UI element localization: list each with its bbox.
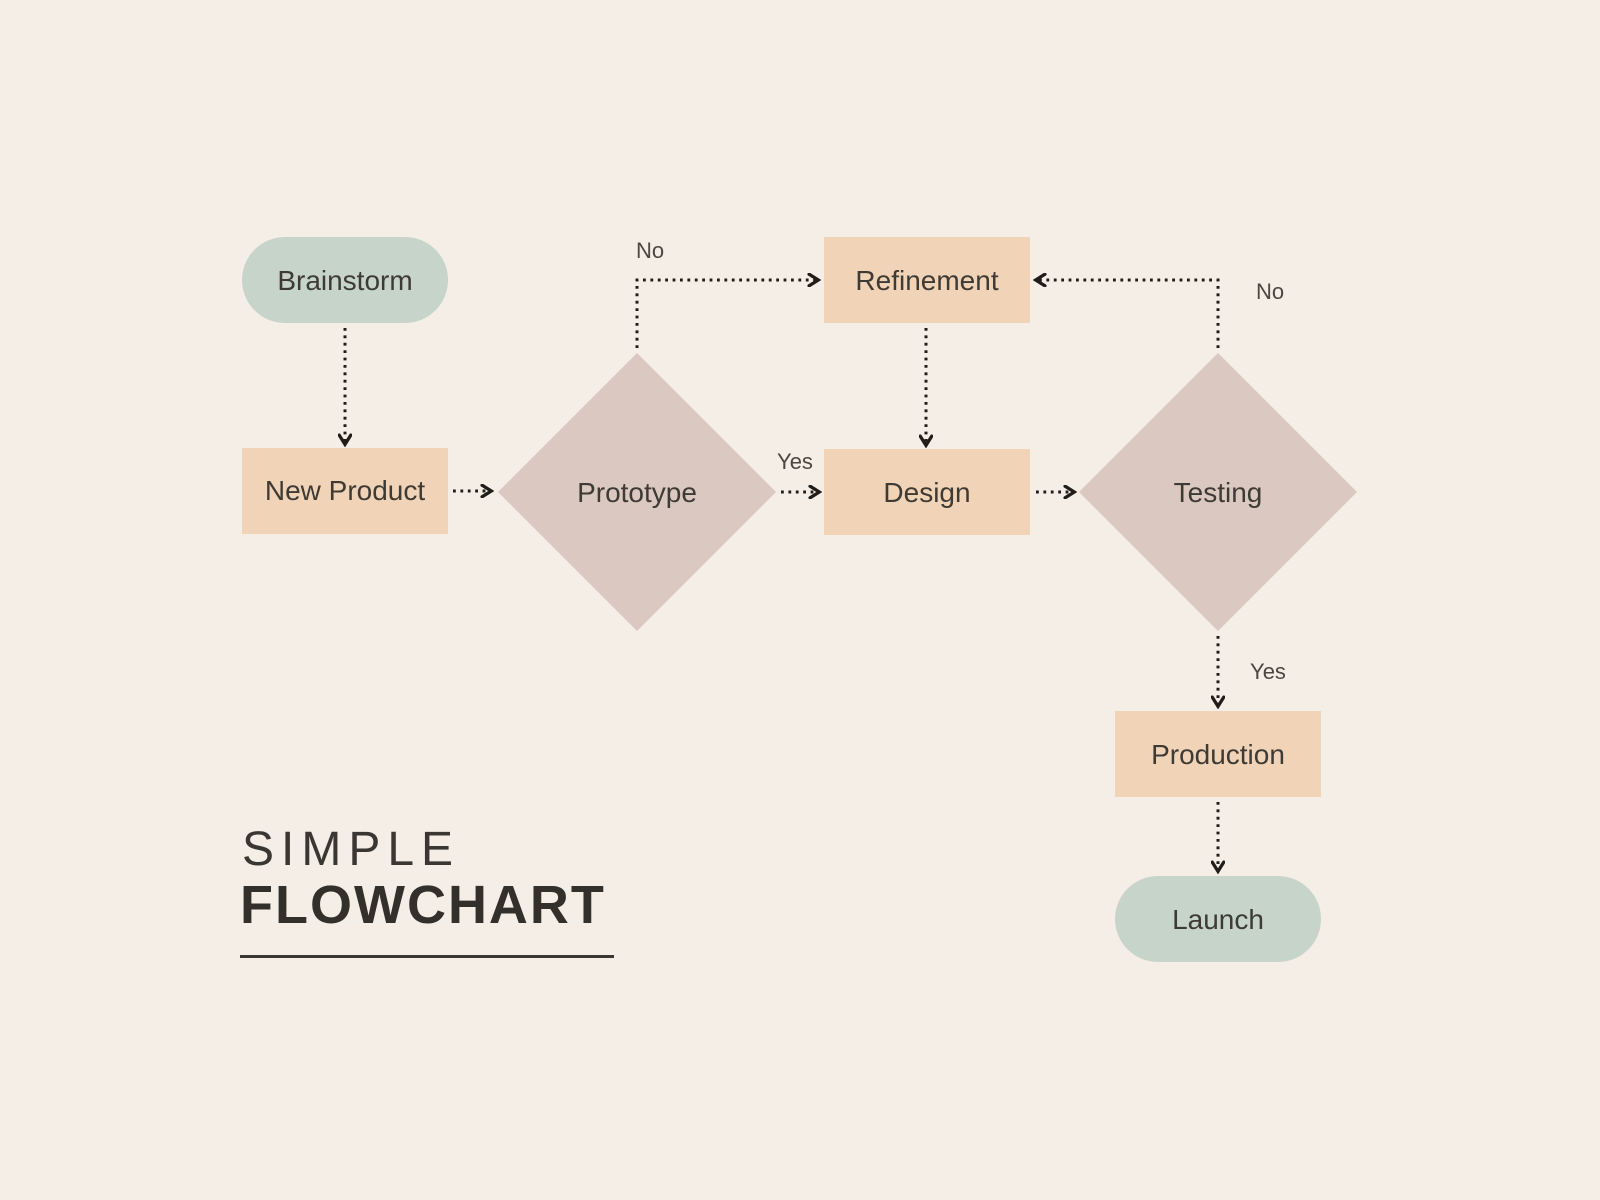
prototype-decision-shape	[498, 353, 776, 631]
node-label-testing: Testing	[1174, 477, 1263, 508]
node-brainstorm: Brainstorm	[242, 237, 448, 323]
production-process-shape	[1115, 711, 1321, 797]
edge-testing-to-refinement-no	[1038, 280, 1220, 348]
edge-label-prototype-yes: Yes	[777, 449, 813, 474]
launch-terminal-shape	[1115, 876, 1321, 962]
edge-label-testing-no: No	[1256, 279, 1284, 304]
node-design: Design	[824, 449, 1030, 535]
node-production: Production	[1115, 711, 1321, 797]
node-new-product: New Product	[242, 448, 448, 534]
design-process-shape	[824, 449, 1030, 535]
node-label-brainstorm: Brainstorm	[277, 265, 412, 296]
page-title-line1: SIMPLE	[242, 823, 460, 876]
edge-prototype-to-refinement-no	[635, 280, 816, 348]
node-label-launch: Launch	[1172, 904, 1264, 935]
node-label-refinement: Refinement	[855, 265, 998, 296]
node-label-production: Production	[1151, 739, 1285, 770]
title-underline	[240, 955, 614, 958]
edge-label-prototype-no: No	[636, 238, 664, 263]
node-label-new-product: New Product	[265, 475, 426, 506]
node-testing: Testing	[1079, 353, 1357, 631]
refinement-process-shape	[824, 237, 1030, 323]
title-block: SIMPLE FLOWCHART	[240, 823, 614, 958]
node-label-prototype: Prototype	[577, 477, 697, 508]
node-refinement: Refinement	[824, 237, 1030, 323]
testing-decision-shape	[1079, 353, 1357, 631]
node-launch: Launch	[1115, 876, 1321, 962]
page-title-line2: FLOWCHART	[240, 875, 606, 935]
new-product-process-shape	[242, 448, 448, 534]
edge-label-testing-yes: Yes	[1250, 659, 1286, 684]
node-prototype: Prototype	[498, 353, 776, 631]
brainstorm-terminal-shape	[242, 237, 448, 323]
node-label-design: Design	[883, 477, 970, 508]
